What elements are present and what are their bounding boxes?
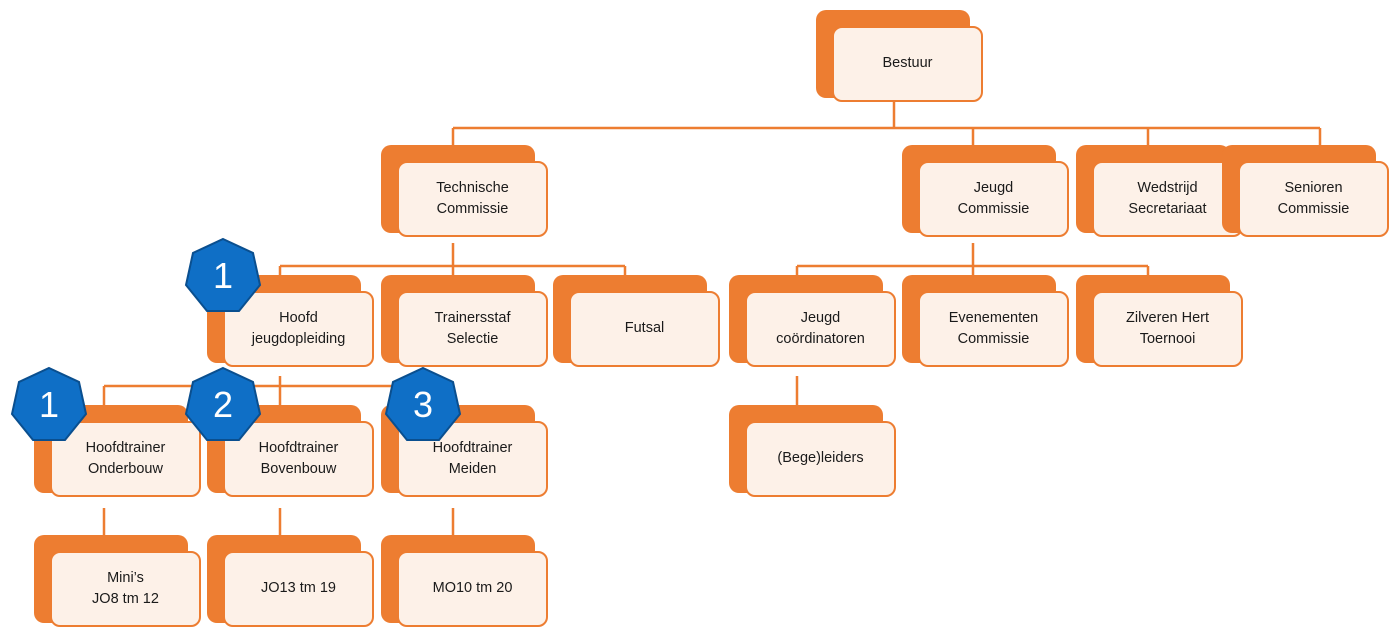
heptagon-badge-icon: 2: [184, 366, 262, 444]
node-label: Mini’s JO8 tm 12: [92, 569, 159, 607]
node-label: Hoofdtrainer Bovenbouw: [258, 439, 339, 477]
badge-number: 3: [412, 384, 434, 425]
node-label: Hoofd jeugdopleiding: [251, 309, 346, 347]
node-label: Zilveren Hert Toernooi: [1126, 309, 1209, 347]
badge-number: 1: [212, 255, 234, 296]
node-label: JO13 tm 19: [261, 580, 336, 597]
heptagon-badge-icon: 1: [10, 366, 88, 444]
badge-number: 1: [38, 384, 60, 425]
node-label: Senioren Commissie: [1277, 179, 1350, 217]
node-label: Evenementen Commissie: [948, 309, 1039, 347]
node-label: Bestuur: [882, 55, 933, 72]
heptagon-badge-icon: 3: [384, 366, 462, 444]
node-label: Technische Commissie: [436, 179, 509, 217]
node-label: (Bege)leiders: [777, 450, 864, 467]
node-label: Wedstrijd Secretariaat: [1128, 179, 1207, 217]
badge-number: 2: [212, 384, 234, 425]
node-label: Hoofdtrainer Meiden: [432, 439, 513, 477]
node-label: Jeugd coördinatoren: [776, 309, 865, 347]
node-label: Trainersstaf Selectie: [434, 309, 511, 347]
heptagon-badge-icon: 1: [184, 237, 262, 315]
node-label: Hoofdtrainer Onderbouw: [85, 439, 166, 477]
node-label: MO10 tm 20: [432, 580, 513, 597]
node-label: Futsal: [624, 320, 665, 337]
node-label: Jeugd Commissie: [957, 179, 1030, 217]
